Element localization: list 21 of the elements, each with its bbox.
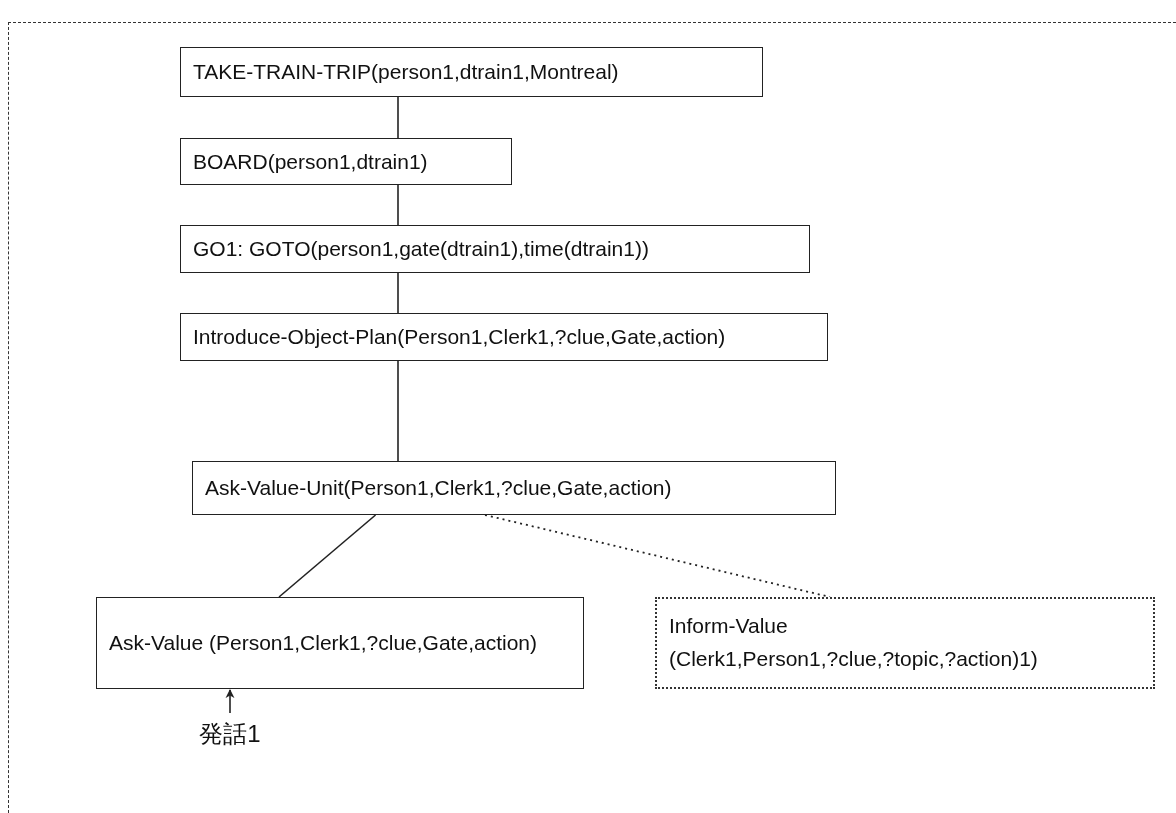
node-text: Inform-Value (Clerk1,Person1,?clue,?topic,?action)1) <box>669 613 1039 672</box>
process-box <box>180 138 512 185</box>
node-text: BOARD(person1,dtrain1) <box>193 149 429 174</box>
process-box <box>192 461 836 515</box>
process-box <box>180 225 810 273</box>
arrow <box>225 689 235 714</box>
connector-line <box>397 184 399 226</box>
node-text: Ask-Value-Unit(Person1,Clerk1,?clue,Gate,action) <box>205 476 673 500</box>
node-text: Introduce-Object-Plan(Person1,Clerk1,?clue,Gate,action) <box>193 325 727 349</box>
node-text: Ask-Value (Person1,Clerk1,?clue,Gate,action) <box>109 629 537 656</box>
connector-line <box>397 96 399 139</box>
process-box <box>655 597 1155 689</box>
process-box <box>180 47 763 97</box>
node-text: GO1: GOTO(person1,gate(dtrain1),time(dtrain1)) <box>193 237 650 261</box>
node-text: TAKE-TRAIN-TRIP(person1,dtrain1,Montreal) <box>193 60 620 84</box>
process-box <box>180 313 828 361</box>
process-box <box>96 597 584 689</box>
connector-line <box>278 514 377 598</box>
connector-line <box>397 272 399 314</box>
connector-line <box>397 360 399 462</box>
utterance-label: 発話1 <box>199 719 261 749</box>
